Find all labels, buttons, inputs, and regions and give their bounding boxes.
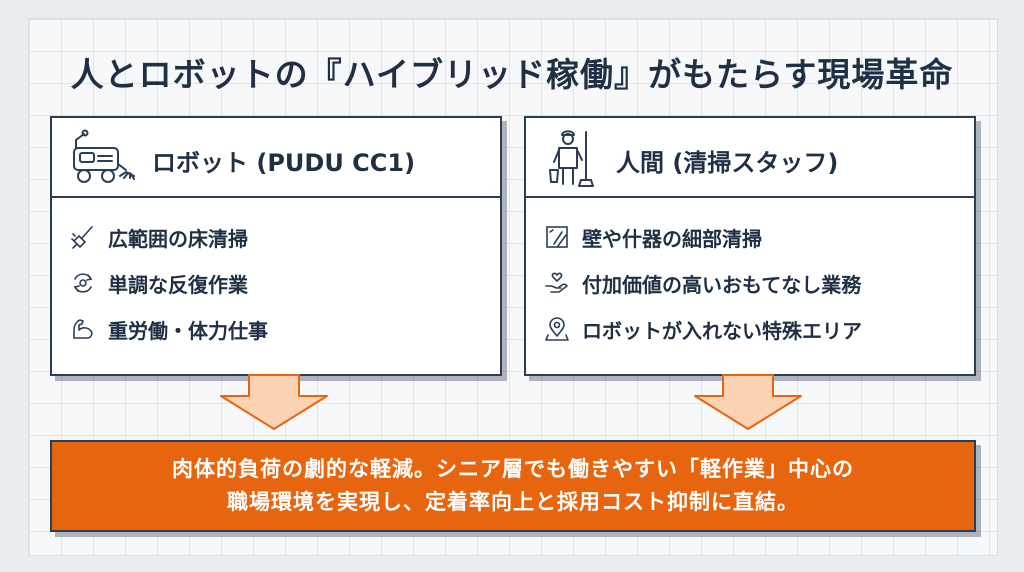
staff-task-1: 壁や什器の細部清掃 bbox=[582, 226, 762, 251]
staff-task-3: ロボットが入れない特殊エリア bbox=[582, 318, 862, 343]
conclusion-banner: 肉体的負荷の劇的な軽減。シニア層でも働きやすい「軽作業」中心の 職場環境を実現し… bbox=[50, 440, 976, 532]
flexed-arm-icon bbox=[73, 319, 93, 339]
list-item: 広範囲の床清掃 bbox=[70, 214, 268, 260]
robot-task-list: 広範囲の床清掃 単調な反復作業 重労働・体力仕事 bbox=[70, 214, 268, 352]
robot-panel-header: ロボット (PUDU CC1) bbox=[52, 118, 500, 198]
robot-task-3: 重労働・体力仕事 bbox=[108, 318, 268, 343]
robot-panel: ロボット (PUDU CC1) 広範囲の床清掃 単調な反復作業 bbox=[50, 116, 502, 376]
robot-task-1: 広範囲の床清掃 bbox=[108, 226, 248, 251]
robot-panel-heading: ロボット (PUDU CC1) bbox=[152, 149, 416, 177]
conclusion-line-2: 職場環境を実現し、定着率向上と採用コスト抑制に直結。 bbox=[227, 490, 799, 514]
list-item: 単調な反復作業 bbox=[70, 260, 268, 306]
location-pin-icon bbox=[545, 317, 569, 341]
right-down-arrow bbox=[694, 374, 802, 430]
list-item: 付加価値の高いおもてなし業務 bbox=[544, 260, 862, 306]
repeat-cycle-icon bbox=[73, 273, 93, 293]
staff-task-list: 壁や什器の細部清掃 付加価値の高いおもてなし業務 ロボットが入れない特殊エリア bbox=[544, 214, 862, 352]
staff-panel: 人間 (清掃スタッフ) 壁や什器の細部清掃 付加価値の高いおもてなし業務 bbox=[524, 116, 976, 376]
staff-task-2: 付加価値の高いおもてなし業務 bbox=[582, 272, 862, 297]
conclusion-line-1: 肉体的負荷の劇的な軽減。シニア層でも働きやすい「軽作業」中心の bbox=[172, 457, 854, 481]
staff-panel-header: 人間 (清掃スタッフ) bbox=[526, 118, 974, 198]
robot-task-2: 単調な反復作業 bbox=[108, 272, 248, 297]
cleaning-robot-icon bbox=[73, 129, 135, 183]
broom-icon bbox=[71, 226, 93, 249]
hand-heart-icon bbox=[545, 272, 568, 293]
staff-panel-heading: 人間 (清掃スタッフ) bbox=[616, 149, 839, 177]
list-item: 重労働・体力仕事 bbox=[70, 306, 268, 352]
list-item: ロボットが入れない特殊エリア bbox=[544, 306, 862, 352]
page-title: 人とロボットの『ハイブリッド稼働』がもたらす現場革命 bbox=[70, 55, 954, 94]
wall-wipe-icon bbox=[546, 226, 568, 248]
cleaning-staff-icon bbox=[549, 130, 594, 187]
list-item: 壁や什器の細部清掃 bbox=[544, 214, 862, 260]
left-down-arrow bbox=[220, 374, 328, 430]
